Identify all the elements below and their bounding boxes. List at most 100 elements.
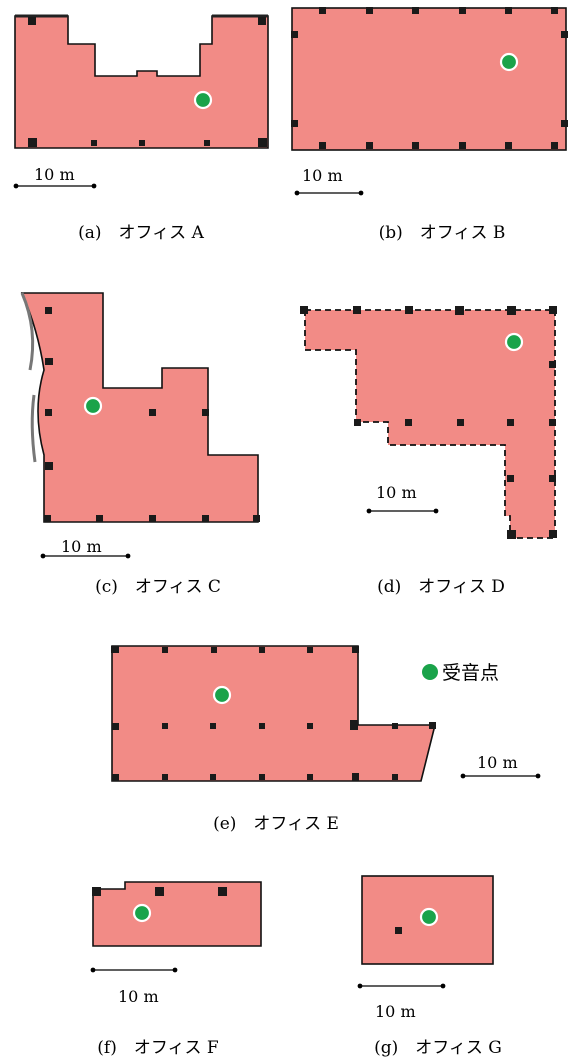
caption-d: (d) オフィス D: [377, 577, 505, 597]
glass-wall-c: [30, 394, 37, 463]
columns-d: [300, 306, 557, 539]
column: [44, 515, 51, 522]
floor-plan-c: [20, 292, 259, 523]
column: [405, 306, 413, 314]
column: [258, 138, 267, 147]
columns-b: [291, 7, 568, 149]
columns-e: [111, 646, 436, 781]
column: [258, 17, 266, 25]
caption-b: (b) オフィス B: [379, 223, 506, 243]
floor-plan-a: [14, 15, 269, 149]
column: [291, 31, 298, 38]
column: [307, 774, 313, 780]
floor-plan-b: [291, 7, 567, 151]
scale-label-a: 10 m: [34, 165, 75, 184]
column: [149, 409, 156, 416]
panel-g: 10 m (g) オフィス G: [357, 875, 502, 1058]
column: [211, 647, 217, 653]
column: [45, 409, 52, 416]
panel-e: 10 m (e) オフィス E: [111, 645, 541, 834]
glass-wall-c: [20, 292, 35, 371]
column: [112, 774, 119, 781]
scale-label-g: 10 m: [375, 1002, 416, 1021]
column: [210, 723, 216, 729]
column: [300, 306, 308, 314]
column: [112, 723, 119, 730]
caption-f: (f) オフィス F: [97, 1038, 219, 1058]
receiver-point-c: [83, 396, 103, 416]
column: [429, 722, 436, 729]
column: [111, 646, 119, 653]
scale-end: [172, 967, 178, 973]
receiver-point-g: [419, 907, 439, 927]
column: [218, 887, 227, 896]
column: [291, 120, 298, 127]
scale-label-b: 10 m: [302, 166, 343, 185]
column: [551, 7, 558, 14]
column: [412, 142, 419, 149]
caption-c: (c) オフィス C: [95, 577, 221, 597]
column: [405, 419, 412, 426]
column: [561, 31, 568, 38]
receiver-point-f: [132, 903, 152, 923]
column: [459, 142, 466, 149]
columns-c: [44, 307, 260, 522]
column: [507, 475, 514, 482]
column: [210, 774, 216, 780]
column: [45, 307, 52, 314]
column: [45, 462, 53, 470]
column: [259, 647, 265, 653]
column: [162, 774, 168, 780]
column: [549, 306, 557, 314]
scale-label-e: 10 m: [477, 753, 518, 772]
column: [91, 140, 97, 146]
scale-end: [13, 183, 19, 189]
column: [392, 723, 398, 729]
column: [350, 720, 358, 730]
panel-a: 10 m (a) オフィス A: [13, 14, 269, 243]
column: [259, 723, 265, 729]
columns-a: [28, 17, 267, 147]
column: [507, 530, 516, 539]
column: [455, 306, 464, 315]
column: [45, 358, 53, 365]
receiver-point-b: [499, 52, 519, 72]
columns-f: [92, 887, 227, 896]
panel-f: 10 m (f) オフィス F: [90, 881, 262, 1058]
column: [395, 927, 402, 934]
caption-e: (e) オフィス E: [213, 814, 339, 834]
scale-end: [366, 508, 372, 514]
column: [96, 515, 103, 522]
receiver-point-d: [504, 332, 524, 352]
column: [204, 140, 210, 146]
column: [307, 647, 313, 653]
column: [352, 773, 359, 781]
column: [352, 646, 359, 653]
column: [139, 140, 145, 146]
column: [457, 419, 464, 426]
column: [507, 306, 516, 315]
legend: 受音点: [422, 662, 499, 684]
column: [549, 530, 557, 538]
panel-d: 10 m (d) オフィス D: [300, 306, 557, 597]
floor-plan-f: [92, 881, 262, 947]
column: [307, 723, 313, 729]
column: [561, 120, 568, 127]
column: [319, 7, 326, 14]
scale-end: [125, 553, 131, 559]
scale-end: [460, 773, 466, 779]
column: [202, 409, 209, 416]
panel-b: 10 m (b) オフィス B: [291, 7, 568, 243]
receiver-point-a: [193, 90, 213, 110]
scale-end: [357, 983, 363, 989]
column: [149, 515, 156, 522]
column: [412, 7, 419, 14]
scale-end: [40, 553, 46, 559]
column: [459, 7, 466, 14]
column: [354, 419, 361, 426]
scale-label-c: 10 m: [61, 537, 102, 556]
column: [549, 361, 556, 368]
receiver-point-e: [212, 685, 232, 705]
scale-end: [433, 508, 439, 514]
floor-plan-d: [304, 309, 556, 539]
